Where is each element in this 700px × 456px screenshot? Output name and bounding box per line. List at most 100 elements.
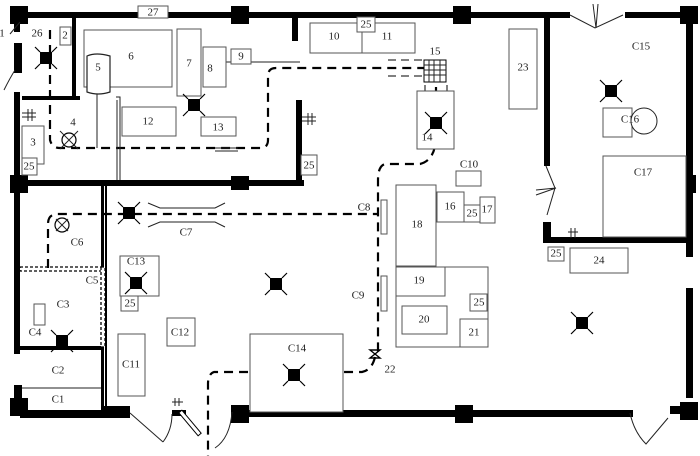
label-11: 11 xyxy=(382,31,393,43)
pipe xyxy=(215,147,238,152)
duct-route-lower xyxy=(206,356,377,456)
wall-left xyxy=(14,92,20,354)
equipment-25 xyxy=(356,16,376,33)
ceiling-light-icon xyxy=(124,271,148,295)
equipment-19 xyxy=(395,266,446,297)
door-swing-icon xyxy=(214,411,233,449)
label-9: 9 xyxy=(238,51,244,63)
ceiling-light-icon xyxy=(599,79,623,103)
wall-c15-jamb xyxy=(543,222,551,242)
wall-room-right xyxy=(296,100,302,186)
wall-top xyxy=(110,12,570,18)
wall-right-upper xyxy=(686,12,693,117)
door-swing-icon xyxy=(129,412,173,443)
door-panel xyxy=(178,409,202,437)
grid-vent-icon xyxy=(423,59,447,83)
label-26: 26 xyxy=(32,28,44,40)
partition-c5-vertical xyxy=(100,266,106,348)
equipment-2 xyxy=(59,26,72,46)
label-14: 14 xyxy=(422,132,434,144)
equipment-23 xyxy=(508,28,538,110)
equipment xyxy=(21,5,687,413)
label-7: 7 xyxy=(186,58,192,70)
duct-route-middle xyxy=(46,212,378,268)
column xyxy=(453,6,471,24)
label-25: 25 xyxy=(551,248,563,260)
label-c14: C14 xyxy=(288,343,307,355)
label-15: 15 xyxy=(430,46,442,58)
label-18: 18 xyxy=(412,219,424,231)
label-22: 22 xyxy=(385,364,396,376)
label-19: 19 xyxy=(414,275,426,287)
c7-duct-outline xyxy=(147,202,226,228)
door-double-swing-icon xyxy=(569,3,624,29)
door-swing-icon xyxy=(3,69,16,91)
label-13: 13 xyxy=(213,122,225,134)
label-c2: C2 xyxy=(52,365,65,377)
label-c5: C5 xyxy=(86,275,99,287)
label-17: 17 xyxy=(482,204,494,216)
label-c16: C16 xyxy=(621,114,640,126)
labels: 1 2 3 4 5 6 7 8 9 10 11 12 13 14 15 16 1… xyxy=(0,7,653,406)
outlet-icon xyxy=(22,109,36,121)
ceiling-light-icon xyxy=(264,272,288,296)
ceiling-light-icon xyxy=(117,201,141,225)
equipment-8 xyxy=(202,46,227,88)
label-25: 25 xyxy=(467,208,479,220)
equipment-c9 xyxy=(380,275,388,312)
equipment-25 xyxy=(300,154,318,176)
wall-right-lower xyxy=(686,288,693,398)
equipment-25 xyxy=(21,157,38,176)
door-swing-icon xyxy=(9,21,21,35)
wall-left-bottom xyxy=(14,385,22,407)
label-c4: C4 xyxy=(29,327,42,339)
label-5: 5 xyxy=(95,62,101,74)
label-27: 27 xyxy=(148,7,160,19)
ceiling-light-icon xyxy=(182,93,206,117)
equipment-24 xyxy=(569,247,629,274)
equipment-c16 xyxy=(602,107,633,138)
equipment-27 xyxy=(137,5,169,19)
label-c9: C9 xyxy=(352,290,365,302)
equipment-17 xyxy=(479,196,496,224)
label-c12: C12 xyxy=(171,327,189,339)
label-8: 8 xyxy=(207,63,213,75)
column xyxy=(231,405,249,423)
wall-left-top xyxy=(14,22,20,32)
ceiling-light-icon xyxy=(424,111,448,135)
fan-icon xyxy=(54,217,70,233)
equipment-c12 xyxy=(166,317,196,347)
outlet-icon xyxy=(172,398,183,406)
equipment-c13 xyxy=(119,255,160,297)
label-c15: C15 xyxy=(632,41,651,53)
equipment-7 xyxy=(176,28,202,97)
ceiling-light-icon xyxy=(282,363,306,387)
equipment-25 xyxy=(547,246,565,262)
ceiling-light-icon xyxy=(570,311,594,335)
outlet-icon xyxy=(302,113,316,125)
wall-top-right xyxy=(625,12,690,18)
wall-bottom-left xyxy=(20,410,130,418)
label-c13: C13 xyxy=(127,256,146,268)
equipment-16 xyxy=(436,191,465,223)
equipment-25 xyxy=(469,293,488,312)
wall-room-26-right xyxy=(72,18,76,100)
label-c7: C7 xyxy=(180,227,193,239)
label-25: 25 xyxy=(304,160,316,172)
column xyxy=(231,176,249,190)
label-25: 25 xyxy=(474,297,486,309)
fan-icon xyxy=(59,130,79,150)
label-6: 6 xyxy=(128,51,134,63)
label-25: 25 xyxy=(361,19,373,31)
wall-c3-bottom xyxy=(20,346,104,350)
label-23: 23 xyxy=(518,62,530,74)
label-c10: C10 xyxy=(460,159,479,171)
label-3: 3 xyxy=(30,137,36,149)
label-c17: C17 xyxy=(634,167,653,179)
ceiling-light-icon xyxy=(50,329,74,353)
equipment-12 xyxy=(121,106,177,137)
column xyxy=(231,6,249,24)
equipment-9 xyxy=(230,48,252,65)
label-c3: C3 xyxy=(57,299,70,311)
